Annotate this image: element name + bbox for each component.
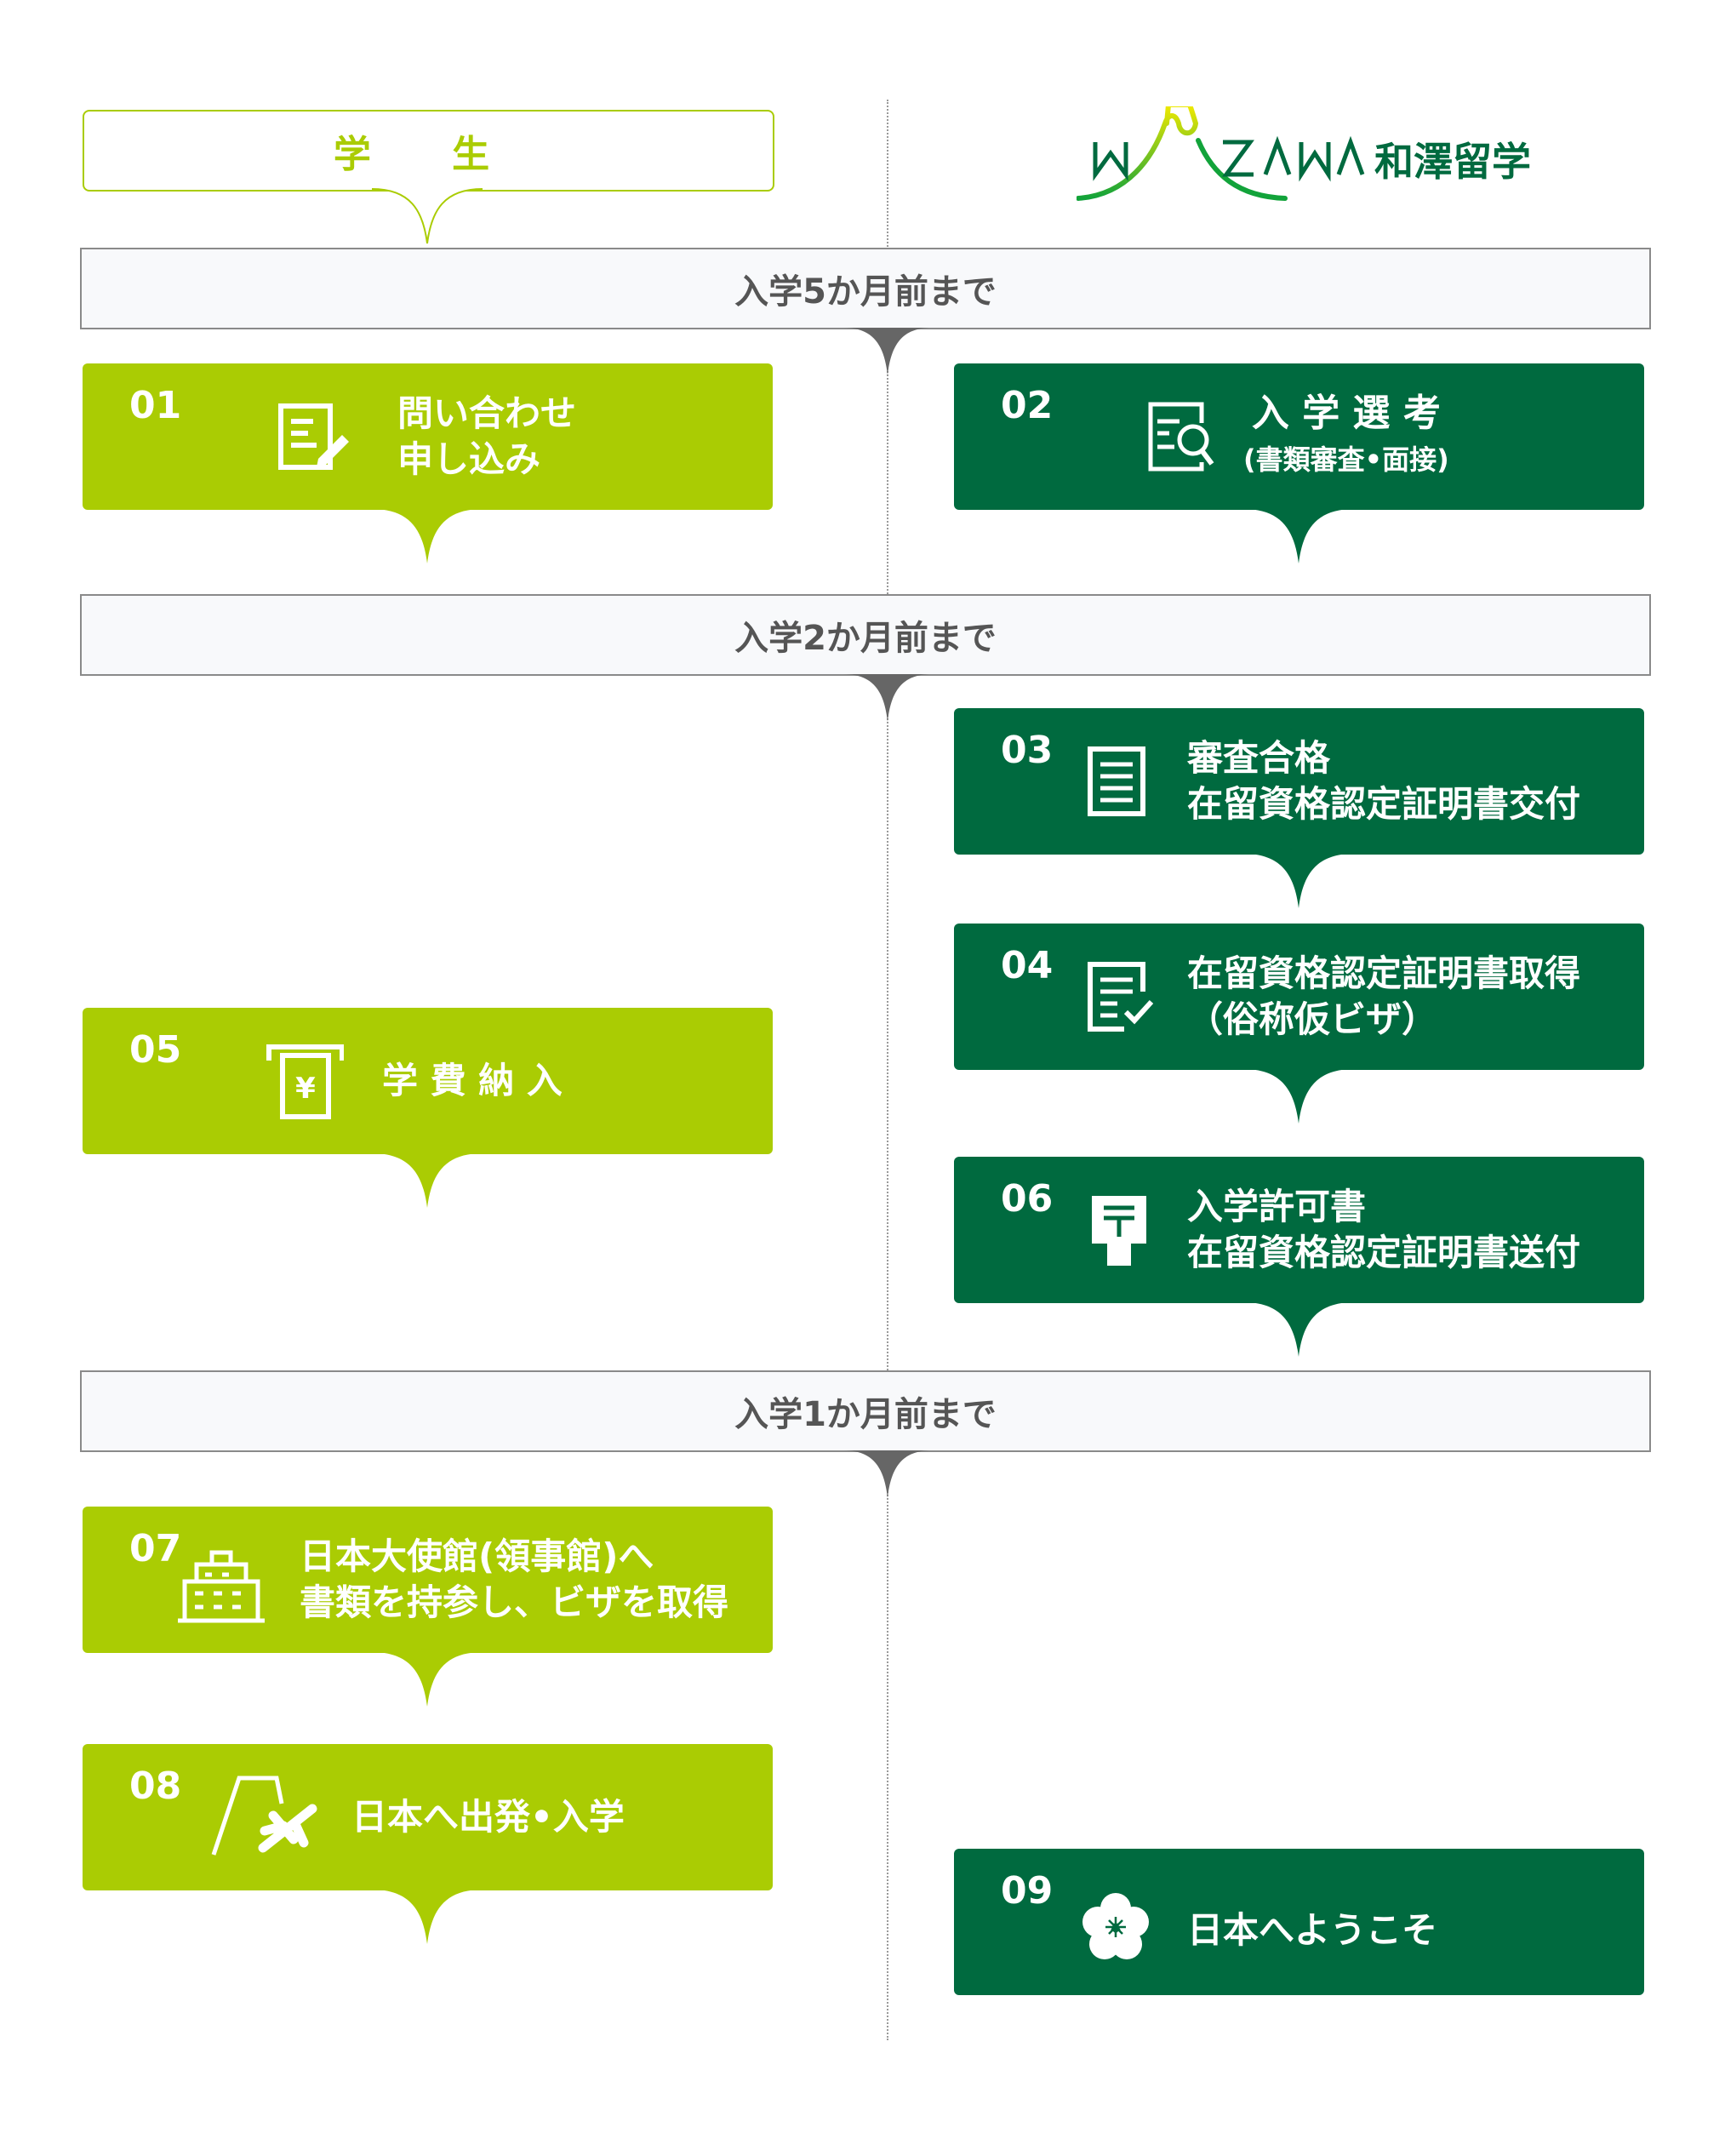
student-header-pointer: [372, 188, 483, 244]
period-bar-1-month: 入学1か月前まで: [80, 1370, 1651, 1452]
step-number: 06: [1001, 1177, 1054, 1221]
step-01-card: 01 問い合わせ申し込み: [83, 363, 773, 510]
plum-blossom-icon: [1082, 1893, 1149, 1959]
period-arrow: [843, 1450, 932, 1498]
step-pointer: [372, 1890, 483, 1944]
step-title-line: 書類を持参し、ビザを取得: [300, 1581, 729, 1623]
svg-text:和澤留学: 和澤留学: [1374, 139, 1531, 185]
step-title-line: 申し込み: [397, 438, 541, 480]
step-03-card: 03 審査合格在留資格認定証明書交付: [954, 708, 1644, 855]
step-pointer: [372, 509, 483, 563]
document-check-icon: [1088, 962, 1154, 1032]
step-08-card: 08 日本へ出発•入学: [83, 1744, 773, 1890]
embassy-building-icon: [178, 1550, 265, 1623]
step-number: 05: [129, 1028, 182, 1072]
document-icon: [1088, 746, 1145, 816]
step-pointer: [1243, 1302, 1354, 1357]
step-number: 02: [1001, 384, 1054, 427]
period-label: 入学2か月前まで: [734, 619, 997, 658]
step-title-line: 日本へようこそ: [1187, 1909, 1438, 1951]
period-arrow: [843, 674, 932, 722]
step-pointer: [1243, 854, 1354, 908]
step-number: 09: [1001, 1869, 1054, 1913]
period-label: 入学1か月前まで: [734, 1395, 997, 1434]
period-label: 入学5か月前まで: [734, 272, 997, 312]
step-number: 08: [129, 1764, 182, 1808]
step-pointer: [1243, 509, 1354, 563]
step-02-card: 02 入 学 選 考 (書類審査•面接): [954, 363, 1644, 510]
step-pointer: [372, 1153, 483, 1208]
step-title-line: 学 費 納 入: [382, 1060, 563, 1101]
step-subtitle: (書類審査•面接): [1243, 443, 1449, 476]
step-04-card: 04 在留資格認定証明書取得（俗称仮ビザ）: [954, 924, 1644, 1070]
step-09-card: 09 日本へようこそ: [954, 1849, 1644, 1995]
form-pen-icon: [278, 403, 349, 470]
step-title-line: 日本大使館(領事館)へ: [300, 1536, 654, 1577]
post-box-icon: [1092, 1196, 1146, 1266]
step-title-line: 在留資格認定証明書送付: [1187, 1232, 1581, 1273]
step-pointer: [372, 1652, 483, 1707]
step-06-card: 06 入学許可書在留資格認定証明書送付: [954, 1157, 1644, 1303]
step-title-line: 在留資格認定証明書交付: [1187, 783, 1581, 825]
period-arrow: [843, 328, 932, 375]
step-pointer: [1243, 1069, 1354, 1124]
step-title-line: 審査合格: [1187, 737, 1331, 779]
wazawa-logo: 和澤留学: [1076, 101, 1596, 209]
student-label: 学 生: [333, 133, 524, 176]
timeline-divider: [887, 100, 888, 2040]
period-bar-2-months: 入学2か月前まで: [80, 594, 1651, 676]
step-title-line: （俗称仮ビザ）: [1187, 998, 1438, 1040]
step-title-line: 問い合わせ: [397, 392, 577, 434]
airplane-departure-icon: [211, 1776, 317, 1856]
step-07-card: 07 日本大使館(領事館)へ書類を持参し、ビザを取得: [83, 1507, 773, 1653]
step-number: 03: [1001, 729, 1054, 772]
step-number: 07: [129, 1527, 182, 1570]
yen-payment-icon: ¥: [266, 1044, 344, 1119]
student-column-header: 学 生: [83, 110, 774, 192]
step-title-line: 入学許可書: [1187, 1186, 1367, 1227]
step-05-card: 05 ¥ 学 費 納 入: [83, 1008, 773, 1154]
step-title-line: 入 学 選 考: [1251, 392, 1441, 435]
document-search-icon: [1148, 402, 1214, 472]
step-number: 01: [129, 384, 182, 427]
step-number: 04: [1001, 944, 1054, 987]
step-title-line: 在留資格認定証明書取得: [1187, 952, 1581, 994]
period-bar-5-months: 入学5か月前まで: [80, 248, 1651, 329]
step-title-line: 日本へ出発•入学: [351, 1796, 625, 1838]
svg-text:¥: ¥: [295, 1072, 316, 1106]
